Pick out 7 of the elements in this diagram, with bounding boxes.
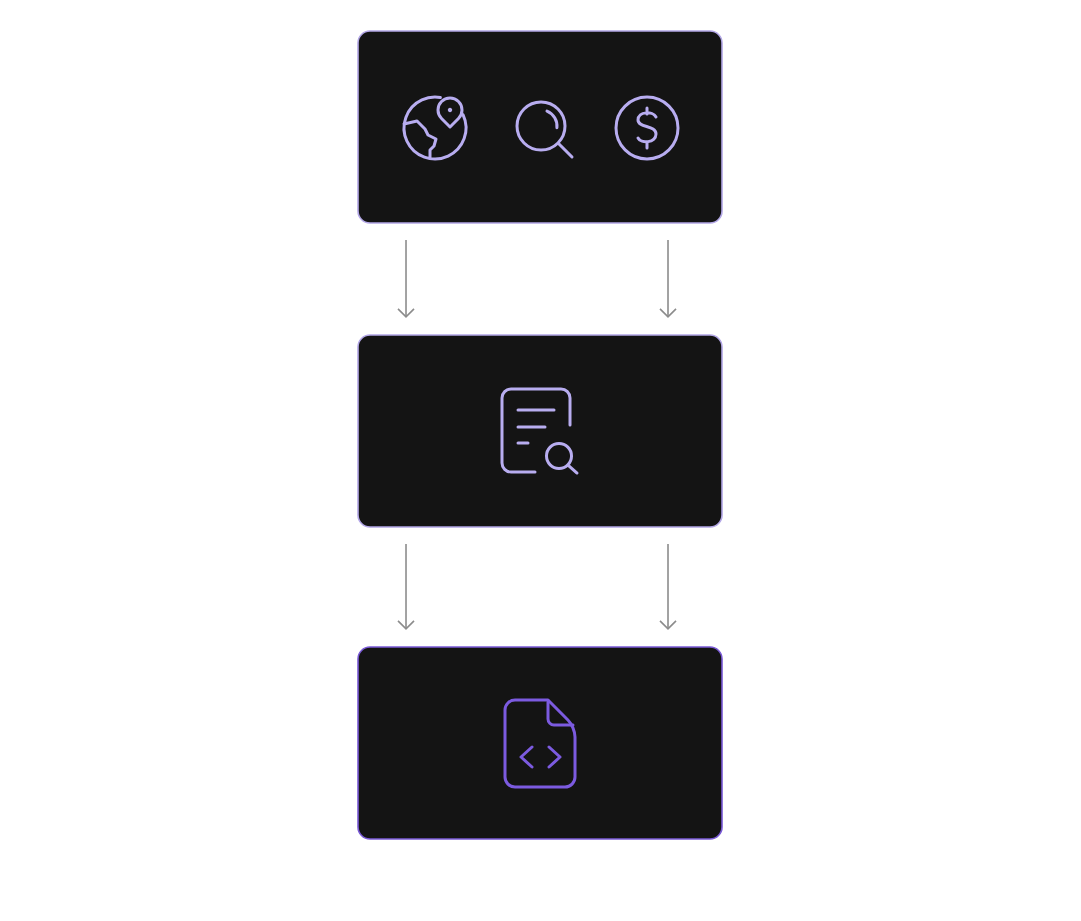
arrow bbox=[659, 239, 677, 318]
rounded-box bbox=[357, 646, 723, 840]
arrow bbox=[397, 543, 415, 630]
rounded-box bbox=[357, 334, 723, 528]
rounded-box bbox=[357, 30, 723, 224]
arrow bbox=[397, 239, 415, 318]
arrow bbox=[659, 543, 677, 630]
